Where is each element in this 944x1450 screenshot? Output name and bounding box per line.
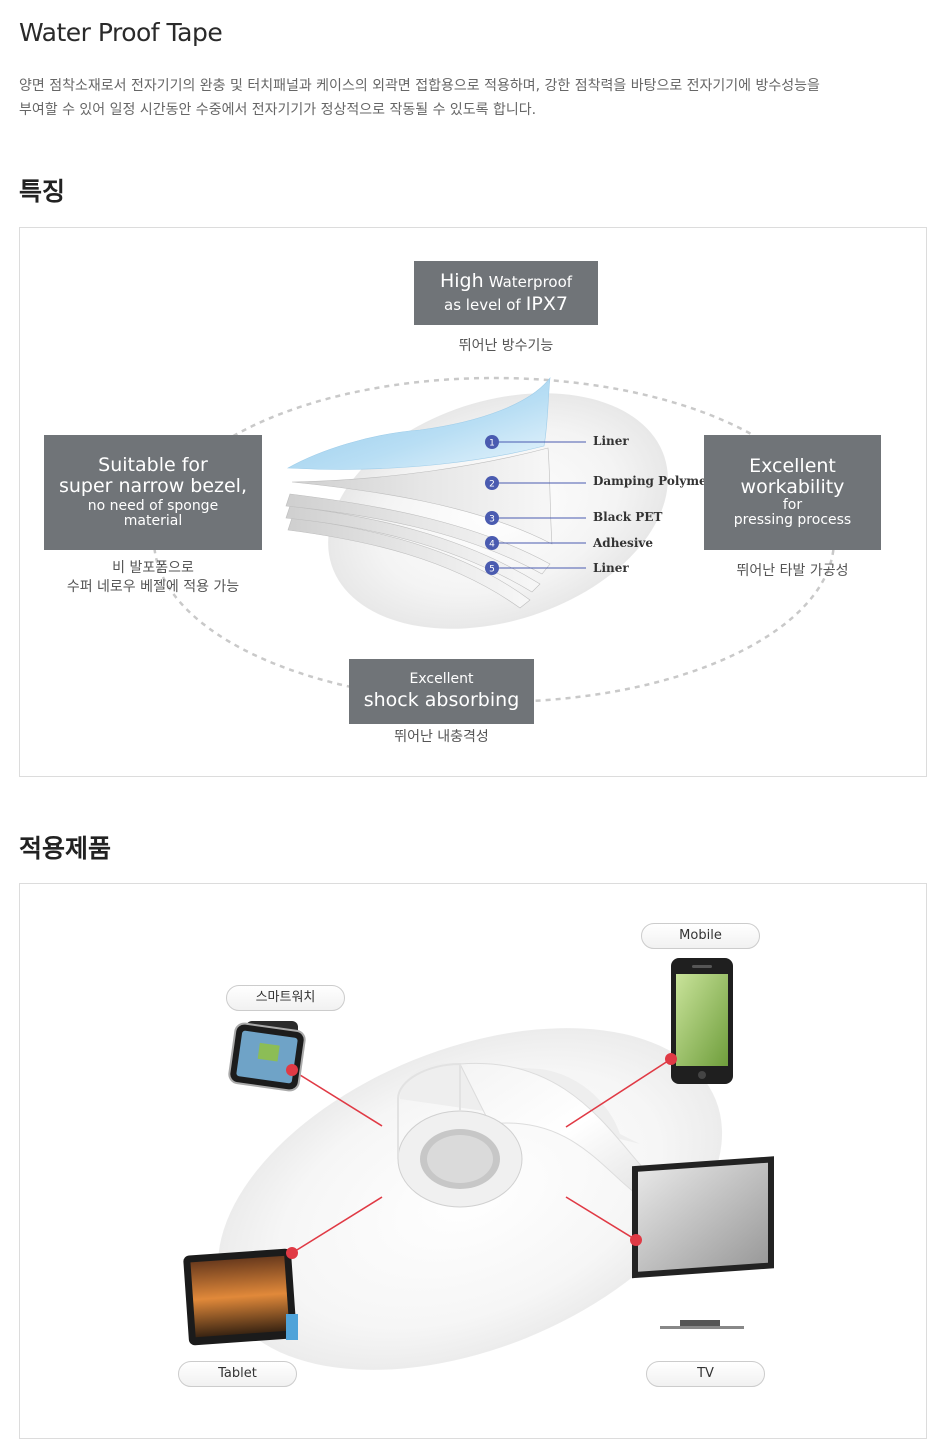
label-smartwatch: 스마트워치 [226, 985, 345, 1011]
layer-label-3: Black PET [593, 510, 663, 524]
caption-workability: 뛰어난 타발 가공성 [736, 563, 849, 579]
products-panel: 스마트워치 Mobile Tablet TV [19, 883, 927, 1439]
bezel-w2: super narrow bezel, [58, 475, 248, 498]
intro-line-1: 양면 점착소재로서 전자기기의 완충 및 터치패널과 케이스의 외곽면 접합용으… [19, 78, 820, 94]
workability-w3: for [782, 497, 803, 513]
waterproof-w4: IPX7 [525, 293, 568, 315]
bezel-w4: material [123, 513, 183, 530]
feature-box-waterproof: High Waterproof as level of IPX7 [414, 261, 598, 325]
caption-shock: 뛰어난 내충격성 [394, 729, 489, 745]
bezel-w1: Suitable for [98, 454, 208, 477]
intro-line-2: 부여할 수 있어 일정 시간동안 수중에서 전자기기가 정상적으로 작동될 수 … [19, 102, 537, 118]
layer-label-4: Adhesive [593, 536, 653, 550]
layer-leaders: 1 2 3 4 5 [485, 435, 586, 575]
layer-damping [291, 447, 553, 545]
caption-bezel: 비 발포폼으로 수퍼 네로우 베젤에 적용 가능 [44, 559, 262, 597]
features-section-title: 특징 [19, 177, 66, 206]
feature-box-shock: Excellent shock absorbing [349, 659, 534, 724]
features-panel: 1 2 3 4 5 Liner Damping Polymer Black PE… [19, 227, 927, 777]
caption-bezel-2: 수퍼 네로우 베젤에 적용 가능 [66, 579, 240, 595]
layer-label-5: Liner [593, 561, 629, 575]
waterproof-w3: as level of [444, 296, 521, 314]
waterproof-w1: High [439, 270, 484, 293]
layer-num-2: 2 [489, 480, 495, 490]
intro-text: 양면 점착소재로서 전자기기의 완충 및 터치패널과 케이스의 외곽면 접합용으… [19, 74, 919, 122]
bezel-w3: no need of sponge [87, 498, 219, 514]
layer-liner-bottom [287, 517, 531, 609]
label-tv: TV [646, 1361, 765, 1387]
caption-waterproof: 뛰어난 방수기능 [458, 338, 554, 354]
mobile-connector-dot [665, 1053, 677, 1065]
layer-num-4: 4 [489, 540, 495, 550]
waterproof-w2: Waterproof [488, 273, 573, 292]
shock-w2: shock absorbing [363, 689, 520, 712]
tablet-connector-dot [286, 1247, 298, 1259]
label-mobile: Mobile [641, 923, 760, 949]
feature-box-bezel: Suitable for super narrow bezel, no need… [44, 435, 262, 550]
layer-num-3: 3 [489, 515, 495, 525]
smartwatch-image [228, 1021, 306, 1092]
layer-liner-top [286, 376, 551, 470]
tv-connector-dot [630, 1234, 642, 1246]
tablet-image [183, 1248, 298, 1346]
layer-black-pet [285, 493, 551, 575]
workability-w4: pressing process [733, 512, 852, 529]
shock-w1: Excellent [409, 670, 474, 687]
layer-label-2: Damping Polymer [593, 474, 714, 488]
tape-roll [397, 1062, 675, 1208]
tv-image [632, 1156, 774, 1329]
mobile-image [671, 958, 733, 1084]
layer-label-1: Liner [593, 434, 629, 448]
workability-w2: workability [740, 476, 845, 499]
layer-num-5: 5 [489, 565, 495, 575]
feature-box-workability: Excellent workability for pressing proce… [704, 435, 881, 550]
label-tablet: Tablet [178, 1361, 297, 1387]
tape-layers-illustration [285, 376, 668, 629]
page-title: Water Proof Tape [19, 18, 223, 47]
watch-connector-dot [286, 1064, 298, 1076]
caption-bezel-1: 비 발포폼으로 [112, 560, 194, 576]
workability-w1: Excellent [749, 455, 836, 478]
products-illustration [183, 958, 774, 1370]
layer-adhesive [285, 505, 541, 593]
layer-num-1: 1 [489, 439, 495, 449]
products-section-title: 적용제품 [19, 834, 112, 863]
